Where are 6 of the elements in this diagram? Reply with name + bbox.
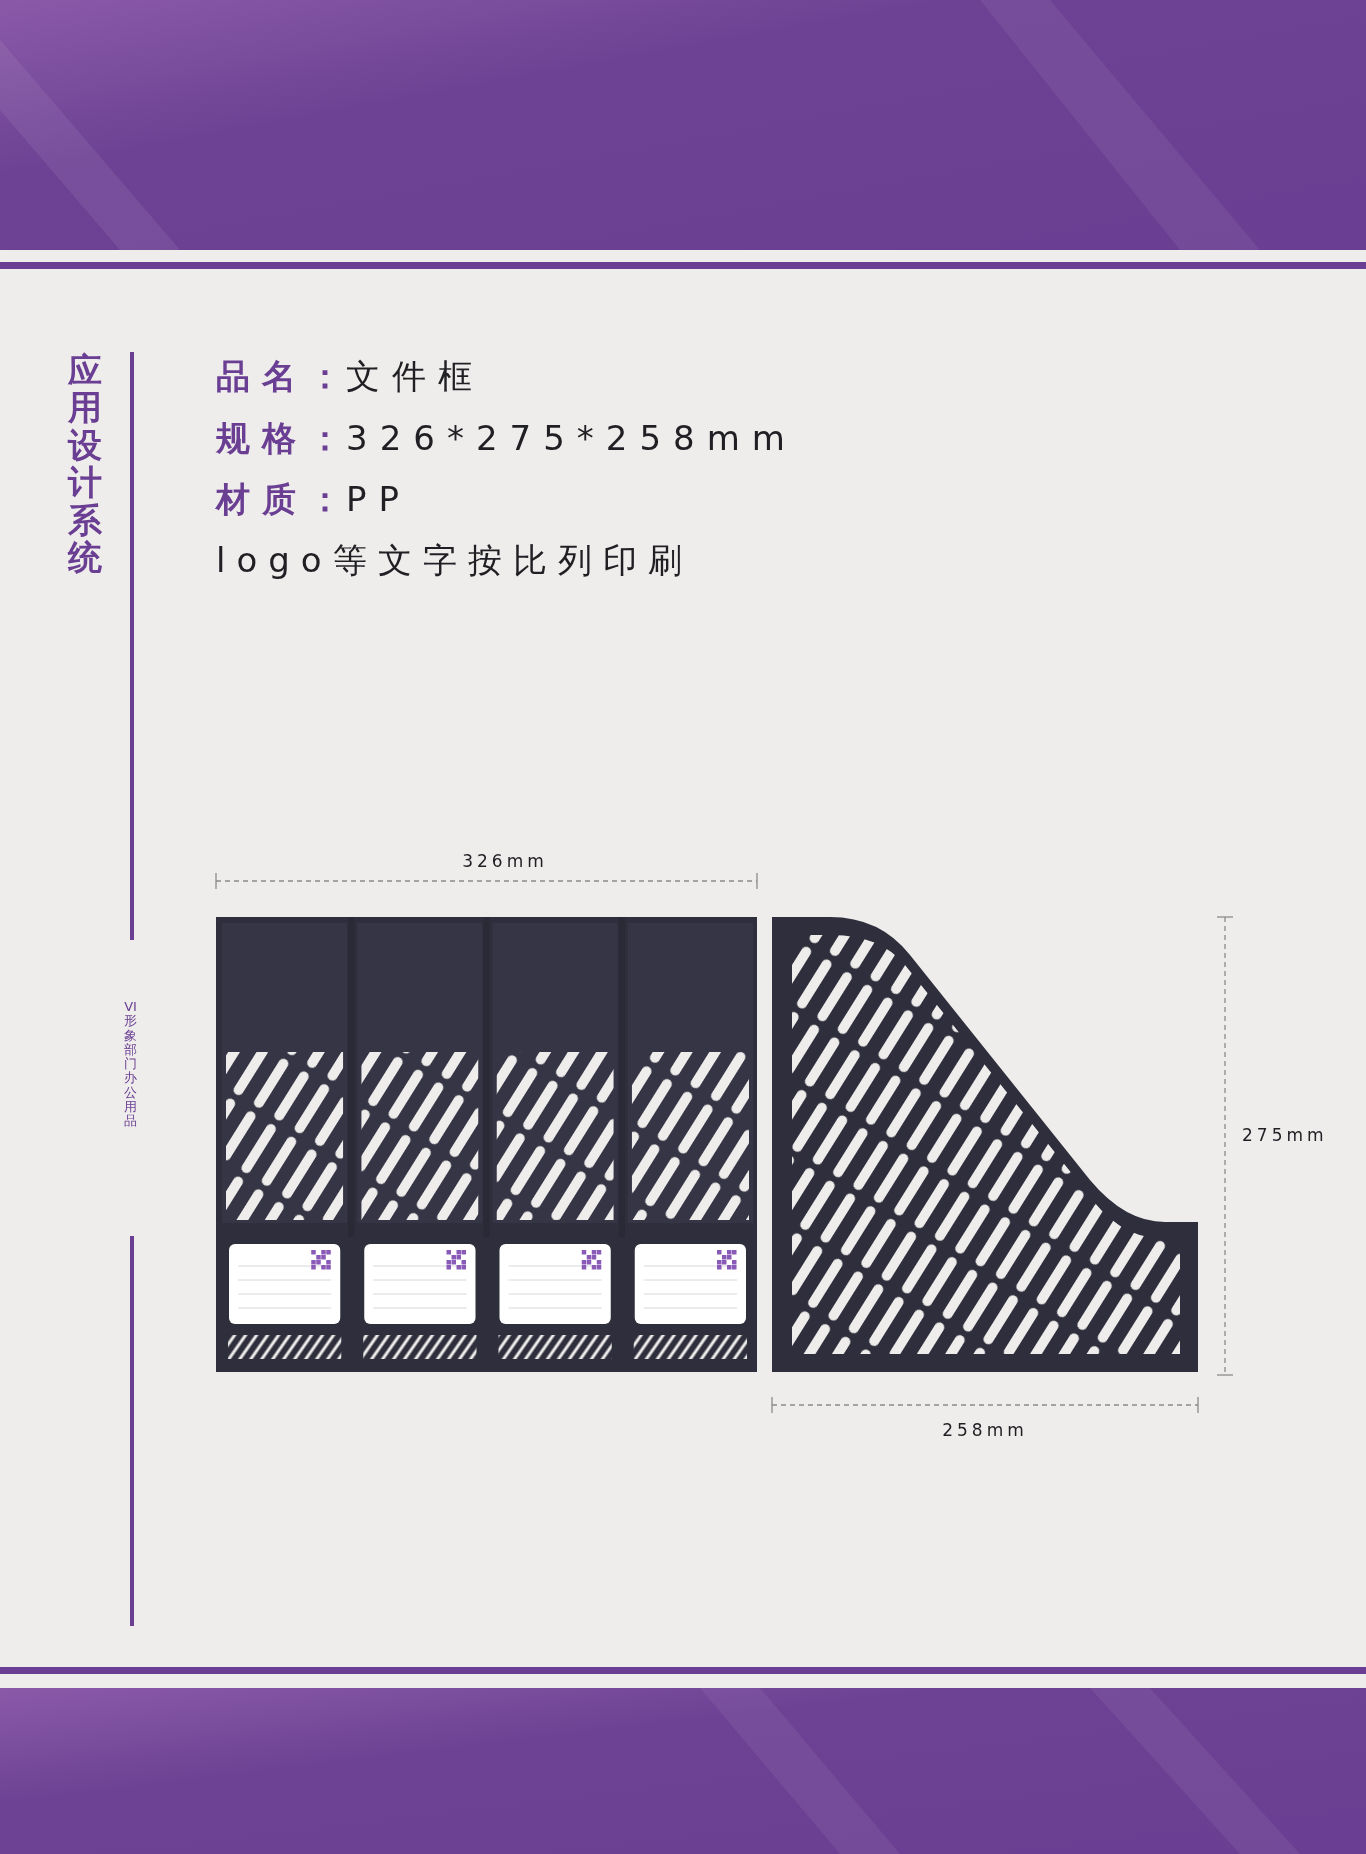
vertical-caption: VI形象部门办公用品 <box>124 1000 137 1129</box>
dimension-label: 258mm <box>942 1420 1028 1441</box>
dimension-label: 326mm <box>462 851 548 872</box>
note-text: logo等文字按比列印刷 <box>216 540 693 581</box>
dimension-label: 275mm <box>1242 1125 1328 1146</box>
vertical-heading: 应用设计系统 <box>68 352 102 577</box>
